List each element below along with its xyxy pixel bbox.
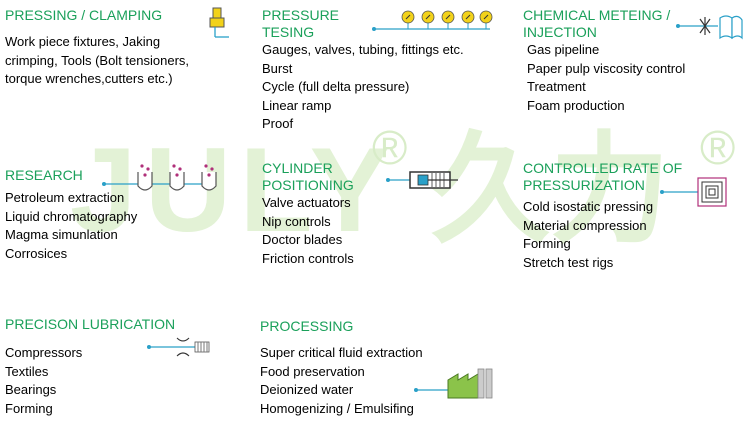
test-tubes-icon xyxy=(102,164,217,191)
list-item: torque wrenches,cutters etc.) xyxy=(5,71,173,86)
list-item: Forming xyxy=(523,236,571,251)
list-item: Burst xyxy=(262,60,293,76)
section-research: RESEARCH Petroleum extraction Liquid chr… xyxy=(5,167,137,263)
list-item: Compressors xyxy=(5,345,83,360)
section-title-line-2: INJECTION xyxy=(523,24,597,40)
list-item: Textiles xyxy=(5,363,49,379)
section-title-line-2: TESING xyxy=(262,24,315,40)
list-item: crimping, Tools (Bolt tensioners, xyxy=(5,52,190,68)
list-item: Valve actuators xyxy=(262,195,351,210)
list-item: Nip controls xyxy=(262,213,331,229)
section-chemical-metering: CHEMICAL METEING / INJECTION Gas pipelin… xyxy=(523,7,685,115)
watermark-registered-mark-2: ® xyxy=(700,122,736,175)
pressure-gauges-icon xyxy=(372,10,493,31)
watermark-registered-mark: ® xyxy=(372,122,408,175)
list-item: Homogenizing / Emulsifing xyxy=(260,400,414,416)
list-item: Bearings xyxy=(5,382,57,397)
list-item: Liquid chromatography xyxy=(5,208,138,224)
section-pressing-clamping: PRESSING / CLAMPING Work piece fixtures,… xyxy=(5,7,189,89)
pressure-clamp-icon xyxy=(209,7,229,38)
factory-icon xyxy=(414,368,493,399)
list-item: Forming xyxy=(5,400,53,416)
list-item: Friction controls xyxy=(262,250,354,266)
section-title-line-2: PRESSURIZATION xyxy=(523,177,645,193)
list-item: Magma simunlation xyxy=(5,227,118,242)
section-title-line-1: CONTROLLED RATE OF xyxy=(523,160,683,176)
section-controlled-pressurization: CONTROLLED RATE OF PRESSURIZATION Cold i… xyxy=(523,160,682,272)
cylinder-icon xyxy=(386,171,458,189)
section-cylinder-positioning: CYLINDER POSITIONING Valve actuators Nip… xyxy=(262,160,354,268)
watermark-cjk: 久力 xyxy=(430,123,670,257)
section-title: PRESSING / CLAMPING xyxy=(5,7,163,23)
section-precision-lubrication: PRECISON LUBRICATION Compressors Textile… xyxy=(5,316,175,418)
section-title: PROCESSING xyxy=(260,318,354,334)
section-title: PRECISON LUBRICATION xyxy=(5,316,176,332)
list-item: Cold isostatic pressing xyxy=(523,199,654,214)
section-title: RESEARCH xyxy=(5,167,83,183)
list-item: Material compression xyxy=(523,217,647,233)
list-item: Petroleum extraction xyxy=(5,190,125,205)
list-item: Stretch test rigs xyxy=(523,254,614,270)
list-item: Foam production xyxy=(527,97,625,113)
injection-valve-icon xyxy=(676,15,743,40)
list-item: Food preservation xyxy=(260,363,365,379)
list-item: Work piece fixtures, Jaking xyxy=(5,34,161,49)
list-item: Paper pulp viscosity control xyxy=(527,60,686,76)
lubrication-nozzle-icon xyxy=(147,337,210,357)
list-item: Corrosices xyxy=(5,245,68,261)
section-pressure-testing: PRESSURE TESING Gauges, valves, tubing, … xyxy=(262,7,464,134)
list-item: Cycle (full delta pressure) xyxy=(262,79,410,94)
list-item: Linear ramp xyxy=(262,97,332,113)
list-item: Gas pipeline xyxy=(527,42,600,57)
pressure-vessel-icon xyxy=(660,177,727,207)
list-item: Gauges, valves, tubing, fittings etc. xyxy=(262,42,464,57)
list-item: Super critical fluid extraction xyxy=(260,345,423,360)
watermark-latin: JULY xyxy=(70,123,398,257)
list-item: Treatment xyxy=(527,79,586,94)
list-item: Proof xyxy=(262,116,294,131)
section-title-line-1: PRESSURE xyxy=(262,7,340,23)
list-item: Deionized water xyxy=(260,382,354,397)
section-title-line-1: CYLINDER xyxy=(262,160,333,176)
section-title-line-2: POSITIONING xyxy=(262,177,354,193)
section-processing: PROCESSING Super critical fluid extracti… xyxy=(260,318,423,418)
list-item: Doctor blades xyxy=(262,232,343,247)
section-title-line-1: CHEMICAL METEING / xyxy=(523,7,671,23)
